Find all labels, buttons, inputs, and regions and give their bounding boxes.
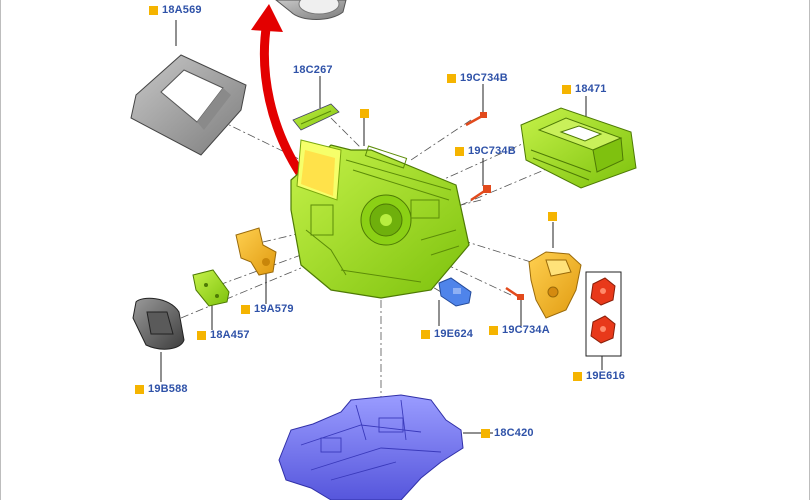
hvac-housing-part[interactable]: [290, 139, 470, 299]
callout-18A457[interactable]: 18A457: [197, 328, 250, 342]
callout-label: 18C420: [494, 427, 534, 439]
callout-label: 19E616: [586, 370, 626, 382]
callout-marker: [481, 428, 490, 438]
callout-18C267[interactable]: 18C267: [293, 63, 333, 77]
temperature-sensor-lower-part[interactable]: [505, 286, 524, 300]
callout-label: 18471: [575, 83, 607, 95]
callout-marker: [135, 384, 144, 394]
temperature-sensor-upper-part[interactable]: [465, 112, 487, 127]
callout-label: 19A579: [254, 303, 294, 315]
blend-door-bracket-part[interactable]: [192, 269, 230, 307]
seal-strip-part[interactable]: [292, 103, 340, 131]
callout-label: 19B588: [148, 383, 188, 395]
callout-marker: [197, 330, 206, 340]
callout-label: 18A569: [162, 4, 202, 16]
temperature-sensor-middle-part[interactable]: [470, 185, 491, 202]
callout-label: 19C734B: [460, 72, 508, 84]
blower-motor-part[interactable]: [275, 0, 347, 20]
callout-marker: [548, 211, 557, 221]
callout-marker: [562, 84, 571, 94]
electrical-connectors-part[interactable]: [585, 271, 622, 357]
callout-label: 18A457: [210, 329, 250, 341]
callout-19E624[interactable]: 19E624: [421, 327, 473, 341]
callout-marker: [241, 304, 250, 314]
callout-19C734B-upper[interactable]: 19C734B: [447, 71, 508, 85]
callout-marker: [489, 325, 498, 335]
callout-19C734A[interactable]: 19C734A: [489, 323, 550, 337]
humidity-sensor-part[interactable]: [438, 277, 472, 307]
leader-lines: [160, 20, 603, 434]
callout-19A579[interactable]: 19A579: [241, 302, 294, 316]
callout-marker: [149, 5, 158, 15]
callout-label: 19C734A: [502, 324, 550, 336]
callout-19E616[interactable]: 19E616: [573, 369, 625, 383]
callout-marker: [455, 146, 464, 156]
evaporator-core-part[interactable]: [520, 107, 637, 189]
callout-marker: [421, 329, 430, 339]
side-cover-part[interactable]: [528, 251, 582, 319]
callout-marker: [573, 371, 582, 381]
callout-hvac-housing[interactable]: [360, 106, 369, 120]
callout-18A569[interactable]: 18A569: [149, 3, 202, 17]
callout-19C734B-middle[interactable]: 19C734B: [455, 144, 516, 158]
callout-18C420[interactable]: 18C420: [481, 426, 534, 440]
callout-18471[interactable]: 18471: [562, 82, 607, 96]
cabin-filter-frame-part[interactable]: [130, 54, 247, 156]
callout-side-cover[interactable]: [548, 209, 557, 223]
callout-marker: [360, 108, 369, 118]
removal-arrow: [251, 4, 310, 185]
callout-label: 19E624: [434, 328, 474, 340]
callout-label: 19C734B: [468, 145, 516, 157]
callout-marker: [447, 73, 456, 83]
blower-resistor-part[interactable]: [132, 297, 185, 350]
callout-19B588[interactable]: 19B588: [135, 382, 188, 396]
lower-housing-tray-part[interactable]: [278, 394, 464, 500]
callout-label: 18C267: [293, 64, 333, 76]
mode-door-actuator-part[interactable]: [235, 227, 277, 276]
